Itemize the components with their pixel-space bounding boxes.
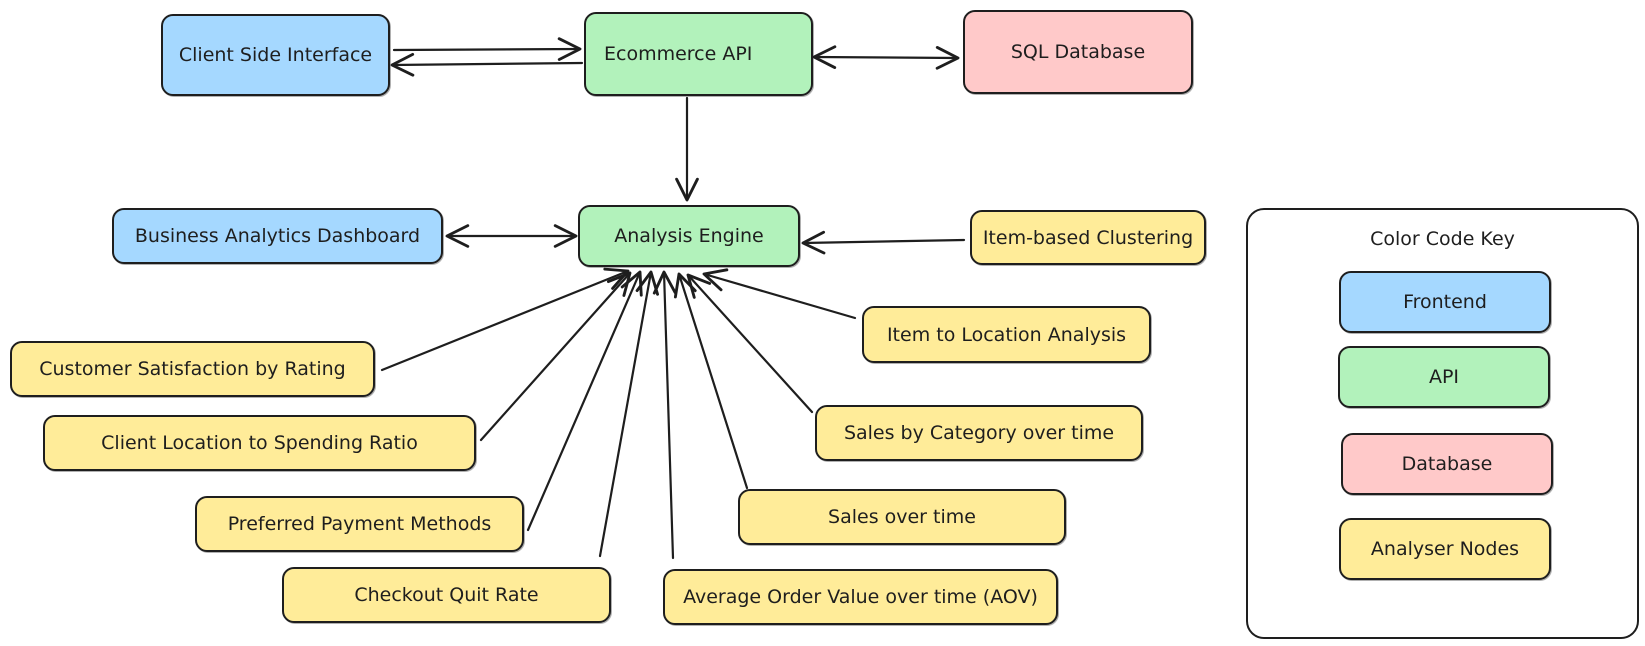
arrow-client-to-api xyxy=(392,37,582,61)
arrow-payment-to-engine xyxy=(526,270,643,532)
arrow-satisfaction-to-engine xyxy=(380,267,630,372)
sales-by-category-node: Sales by Category over time xyxy=(815,405,1143,461)
business-analytics-dashboard-node: Business Analytics Dashboard xyxy=(112,208,443,264)
color-code-key-title: Color Code Key xyxy=(1370,228,1515,250)
analysis-engine-node: Analysis Engine xyxy=(578,205,800,267)
item-based-clustering-node: Item-based Clustering xyxy=(970,210,1206,265)
item-to-location-analysis-node: Item to Location Analysis xyxy=(862,306,1151,363)
sql-database-node: SQL Database xyxy=(963,10,1193,94)
arrow-aov-to-engine xyxy=(652,270,677,560)
legend-frontend-swatch: Frontend xyxy=(1339,271,1551,333)
arrow-checkout-to-engine xyxy=(598,270,659,558)
client-location-spending-node: Client Location to Spending Ratio xyxy=(43,415,476,471)
arrow-api-to-client xyxy=(390,52,584,77)
arrow-sales-time-to-engine xyxy=(673,272,749,490)
client-side-interface-node: Client Side Interface xyxy=(161,14,390,96)
ecommerce-api-node: Ecommerce API xyxy=(584,12,813,96)
arrow-sales-category-to-engine xyxy=(686,273,814,414)
arrow-clustering-to-engine xyxy=(801,230,966,255)
sales-over-time-node: Sales over time xyxy=(738,489,1066,545)
arrow-client-location-to-engine xyxy=(479,271,632,442)
legend-database-swatch: Database xyxy=(1341,433,1553,495)
legend-analyser-nodes-swatch: Analyser Nodes xyxy=(1339,518,1551,580)
legend-api-swatch: API xyxy=(1338,346,1550,408)
checkout-quit-rate-node: Checkout Quit Rate xyxy=(282,567,611,623)
preferred-payment-methods-node: Preferred Payment Methods xyxy=(195,496,524,552)
customer-satisfaction-node: Customer Satisfaction by Rating xyxy=(10,341,375,397)
arrow-item-location-to-engine xyxy=(702,268,857,320)
arrow-api-sql-bidirectional xyxy=(812,45,960,70)
average-order-value-node: Average Order Value over time (AOV) xyxy=(663,569,1058,625)
